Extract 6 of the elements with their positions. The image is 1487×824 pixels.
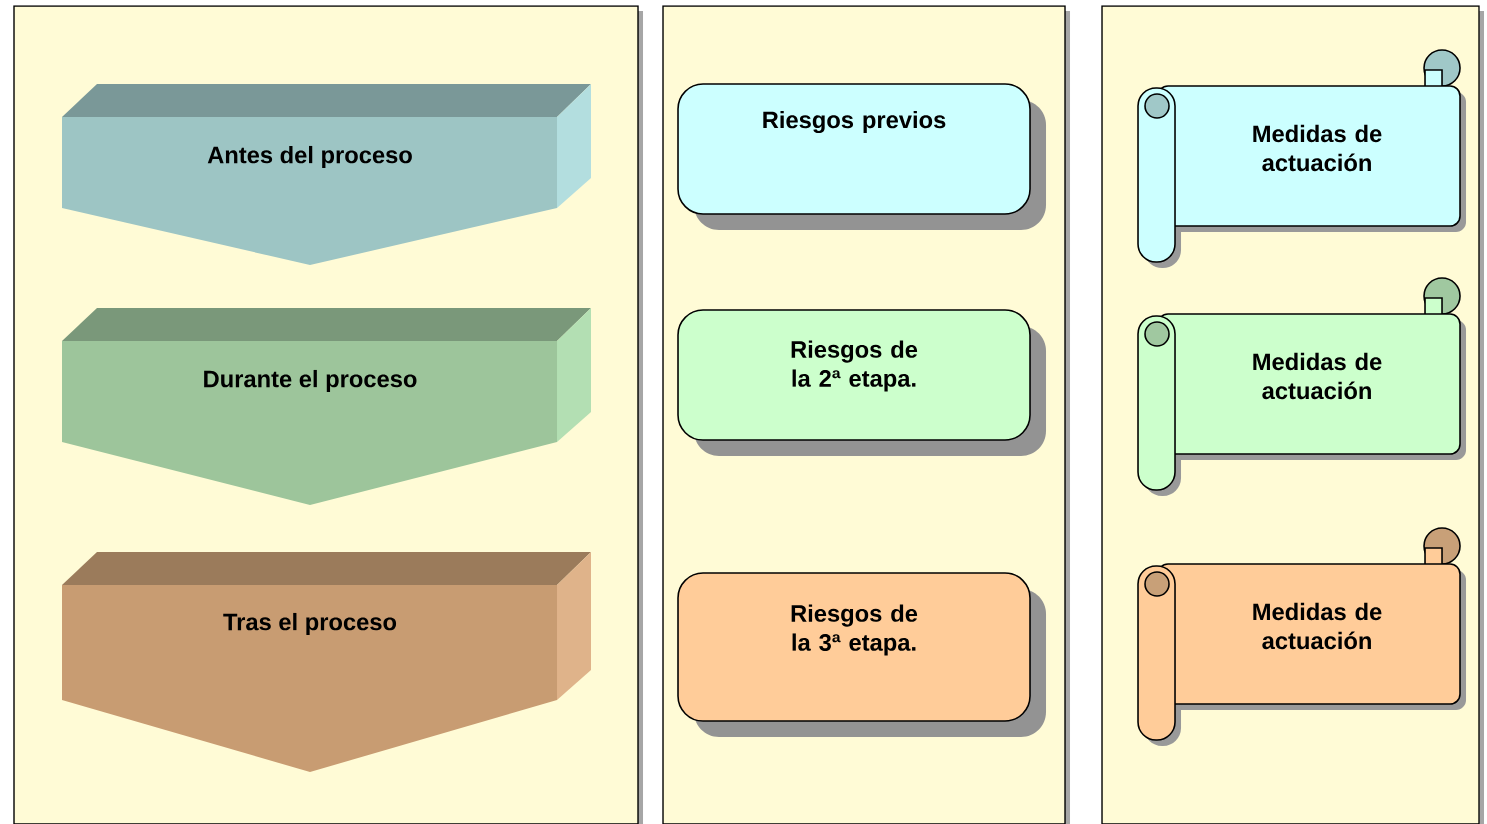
rounded-box: Riesgos de la 2ª etapa. (677, 309, 1046, 456)
rounded-box: Riesgos de la 3ª etapa. (677, 572, 1046, 737)
scroll-banner: Medidas de actuación (1137, 277, 1466, 496)
rounded-box: Riesgos previos (677, 83, 1046, 230)
scroll-banner: Medidas de actuación (1137, 49, 1466, 268)
scroll-banner: Medidas de actuación (1137, 527, 1466, 746)
